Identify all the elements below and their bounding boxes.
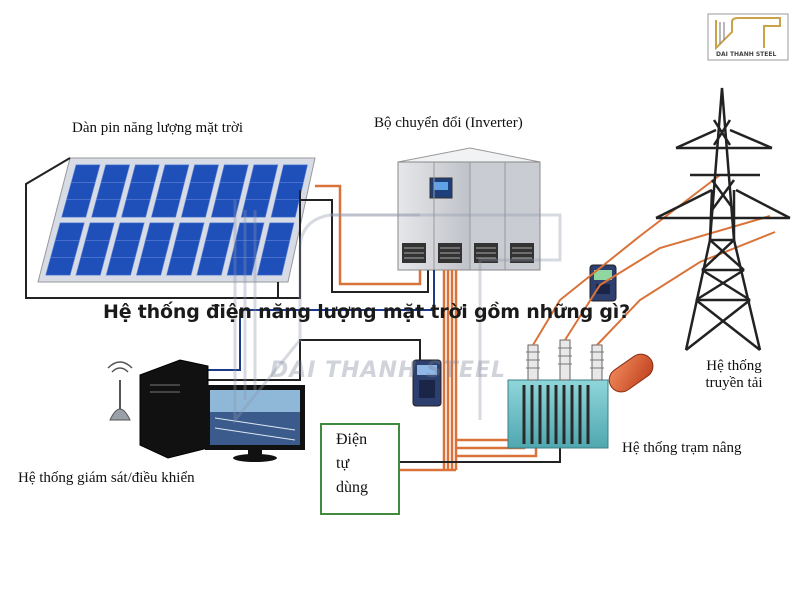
label-solar-panel: Dàn pin năng lượng mặt trời	[72, 120, 244, 136]
self-use-line1: Điện	[336, 431, 368, 448]
monitoring-computer	[107, 359, 305, 462]
solar-cell	[91, 164, 131, 218]
cable-monitoring	[208, 270, 435, 381]
diagram-title: Hệ thống điện năng lượng mặt trời gồm nh…	[103, 301, 630, 323]
label-monitoring: Hệ thống giám sát/điều khiển	[18, 470, 195, 486]
label-inverter: Bộ chuyển đổi (Inverter)	[374, 115, 523, 131]
self-use-box: Điện tự dùng	[320, 423, 400, 515]
company-logo	[707, 13, 789, 61]
inverter	[397, 147, 541, 271]
solar-panel	[25, 157, 316, 299]
cable-panel-inverter	[300, 184, 429, 293]
transformer	[507, 339, 654, 449]
self-use-line2: tự	[336, 455, 350, 472]
transmission-tower	[655, 87, 791, 351]
logo-text: DAI THANH STEEL	[716, 51, 777, 58]
self-use-line3: dùng	[336, 479, 368, 496]
cable-inverter-down	[442, 270, 458, 470]
label-transmission: Hệ thống truyền tải	[698, 358, 770, 392]
watermark-shape	[233, 200, 562, 425]
label-transmission-line1: Hệ thống	[706, 358, 762, 374]
meter-mid	[412, 359, 442, 407]
watermark-text: DAI THANH STEEL	[270, 358, 506, 383]
label-substation: Hệ thống trạm nâng	[622, 440, 742, 456]
label-transmission-line2: truyền tải	[705, 375, 763, 391]
